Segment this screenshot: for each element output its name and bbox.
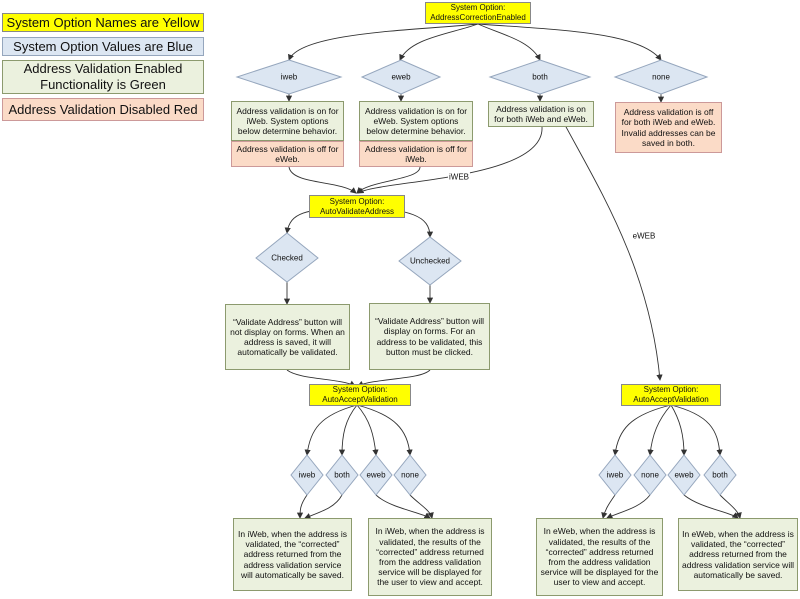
value-accept-left-none: none (401, 470, 419, 480)
value-accept-right-both: both (712, 470, 728, 480)
box-unchecked-result: “Validate Address” button will display o… (369, 303, 490, 370)
value-checked: Checked (271, 253, 303, 263)
value-top-none: none (652, 72, 670, 82)
legend-green: Address Validation Enabled Functionality… (2, 60, 204, 94)
diamond-accept-left-iweb (290, 454, 324, 496)
box-iweb-enabled: Address validation is on for iWeb. Syste… (231, 101, 344, 141)
box-iweb-disabled: Address validation is off for eWeb. (231, 141, 344, 167)
option-auto-accept-validation-left: System Option: AutoAcceptValidation (309, 384, 411, 406)
value-unchecked: Unchecked (409, 256, 451, 266)
edge-label-eweb: eWEB (631, 231, 657, 241)
diamond-top-both (488, 59, 592, 95)
diamond-unchecked (398, 236, 462, 286)
diamond-accept-right-both (703, 454, 737, 496)
diamond-accept-right-iweb (598, 454, 632, 496)
box-iweb-display-accept: In iWeb, when the address is validated, … (368, 518, 492, 596)
option-address-correction-enabled: System Option: AddressCorrectionEnabled (425, 2, 531, 24)
legend-blue: System Option Values are Blue (2, 37, 204, 56)
value-top-eweb: eweb (391, 72, 411, 82)
value-top-both: both (532, 72, 548, 82)
box-checked-result: “Validate Address” button will not displ… (225, 304, 350, 370)
value-accept-right-eweb: eweb (674, 470, 694, 480)
diamond-top-eweb (360, 59, 442, 95)
value-accept-left-both: both (334, 470, 350, 480)
box-eweb-auto-save: In eWeb, when the address is validated, … (678, 518, 798, 591)
value-accept-right-iweb: iweb (606, 470, 624, 480)
box-both-enabled: Address validation is on for both iWeb a… (488, 101, 594, 127)
option-auto-validate-address: System Option: AutoValidateAddress (309, 195, 405, 218)
diamond-accept-right-none (633, 454, 667, 496)
diamond-accept-left-both (325, 454, 359, 496)
diamond-accept-right-eweb (667, 454, 701, 496)
legend-red: Address Validation Disabled Red (2, 98, 204, 121)
box-iweb-auto-save: In iWeb, when the address is validated, … (233, 518, 352, 591)
option-auto-accept-validation-right: System Option: AutoAcceptValidation (621, 384, 721, 406)
box-eweb-disabled: Address validation is off for iWeb. (359, 141, 473, 167)
diamond-accept-left-none (393, 454, 427, 496)
diamond-checked (255, 232, 319, 283)
value-accept-left-eweb: eweb (366, 470, 386, 480)
value-accept-left-iweb: iweb (298, 470, 316, 480)
diamond-accept-left-eweb (359, 454, 393, 496)
box-eweb-display-accept: In eWeb, when the address is validated, … (536, 518, 663, 596)
value-top-iweb: iweb (280, 72, 298, 82)
diamond-top-iweb (235, 59, 343, 95)
box-none-disabled: Address validation is off for both iWeb … (615, 102, 722, 153)
legend-yellow: System Option Names are Yellow (2, 13, 204, 32)
edge-label-iweb: iWEB (448, 172, 470, 182)
value-accept-right-none: none (641, 470, 659, 480)
diamond-top-none (613, 59, 709, 95)
box-eweb-enabled: Address validation is on for eWeb. Syste… (359, 101, 473, 141)
